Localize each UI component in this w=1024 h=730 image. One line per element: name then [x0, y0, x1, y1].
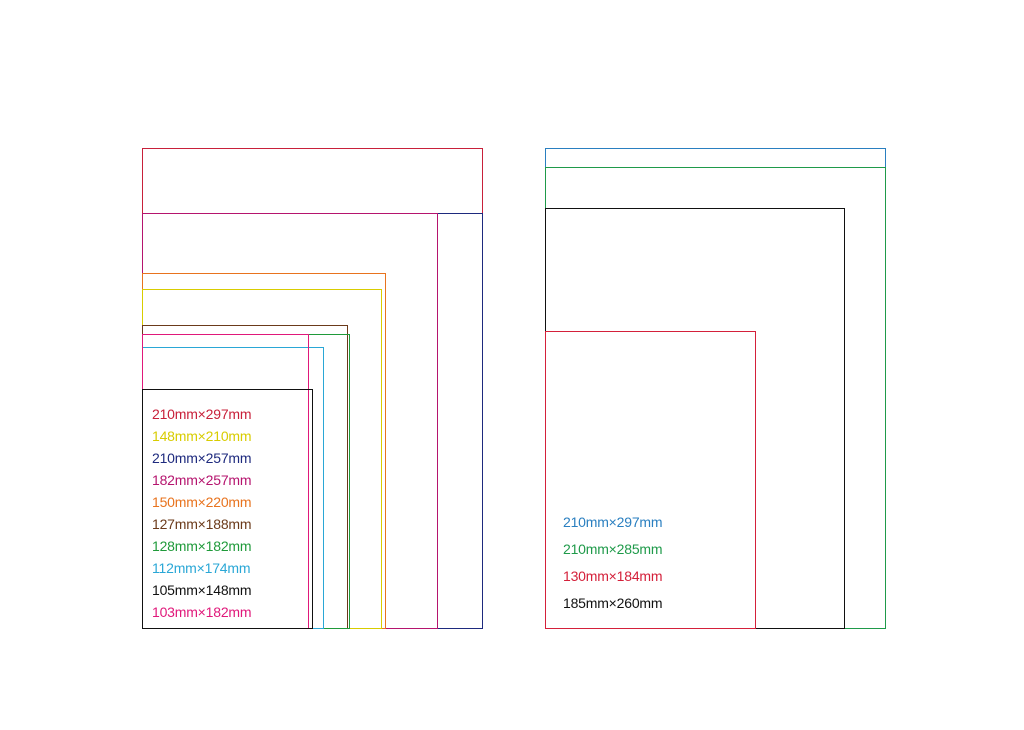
legend-item-103x182: 103mm×182mm [152, 604, 252, 620]
legend-item-182x257: 182mm×257mm [152, 472, 252, 488]
left-size-comparison-panel: 210mm×297mm 148mm×210mm 210mm×257mm 182m… [142, 148, 483, 629]
legend-item-130x184: 130mm×184mm [563, 568, 663, 584]
left-size-legend: 210mm×297mm 148mm×210mm 210mm×257mm 182m… [152, 403, 252, 623]
right-size-comparison-panel: 210mm×297mm 210mm×285mm 130mm×184mm 185m… [545, 148, 886, 629]
legend-item-112x174: 112mm×174mm [152, 560, 251, 576]
legend-item-210x297-right: 210mm×297mm [563, 514, 663, 530]
size-rect-130x184 [545, 331, 756, 629]
legend-item-210x297: 210mm×297mm [152, 406, 252, 422]
legend-item-185x260: 185mm×260mm [563, 595, 663, 611]
legend-item-128x182: 128mm×182mm [152, 538, 252, 554]
legend-item-127x188: 127mm×188mm [152, 516, 252, 532]
legend-item-150x220: 150mm×220mm [152, 494, 252, 510]
legend-item-105x148: 105mm×148mm [152, 582, 252, 598]
right-size-legend: 210mm×297mm 210mm×285mm 130mm×184mm 185m… [563, 509, 663, 617]
size-rect-105x148 [142, 389, 313, 629]
legend-item-148x210: 148mm×210mm [152, 428, 252, 444]
legend-item-210x285: 210mm×285mm [563, 541, 663, 557]
legend-item-210x257: 210mm×257mm [152, 450, 252, 466]
